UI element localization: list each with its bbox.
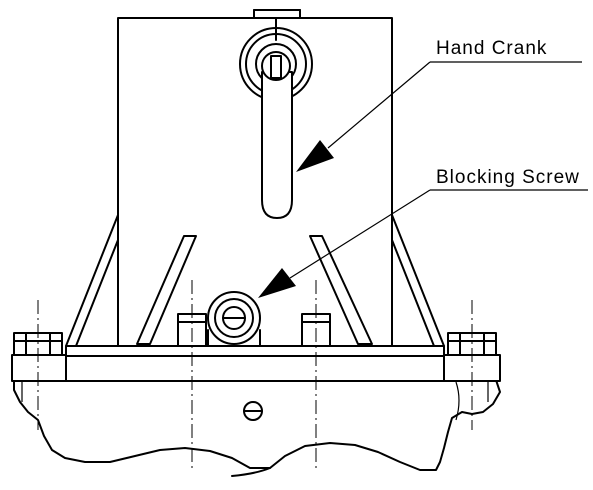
label-blocking-screw: Blocking Screw xyxy=(436,167,580,188)
blocking-screw xyxy=(207,291,261,347)
hand-crank xyxy=(239,17,313,219)
lower-housing xyxy=(13,379,501,477)
hand-crank-leader xyxy=(296,61,582,172)
blocking-screw-leader xyxy=(258,189,588,298)
label-hand-crank: Hand Crank xyxy=(436,38,547,59)
housing-screw-slot xyxy=(243,401,263,421)
inner-gussets xyxy=(136,235,373,345)
left-hex-nut xyxy=(13,300,63,430)
right-hex-nut xyxy=(447,300,497,430)
bolt-heads xyxy=(177,280,331,470)
outer-gussets xyxy=(65,214,445,347)
base-flange xyxy=(11,345,501,382)
